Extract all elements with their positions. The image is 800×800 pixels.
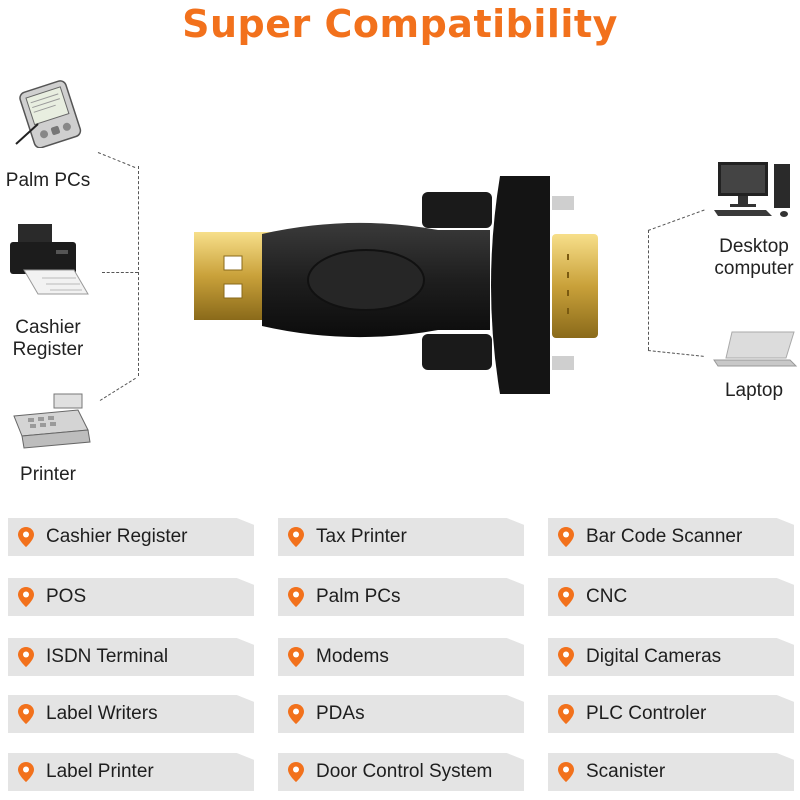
- compatible-item: PDAs: [278, 695, 524, 733]
- compatible-item-label: Digital Cameras: [586, 646, 722, 667]
- compatible-item-label: Tax Printer: [316, 526, 407, 547]
- connector-line: [99, 377, 136, 401]
- compatible-item-label: PDAs: [316, 703, 365, 724]
- device-label-cashier-register: Cashier Register: [12, 317, 84, 360]
- laptop-icon: [713, 331, 798, 367]
- location-pin-icon: [558, 527, 574, 547]
- device-label-laptop: Laptop: [724, 380, 784, 401]
- compatible-item: Door Control System: [278, 753, 524, 791]
- connector-line: [97, 152, 136, 168]
- location-pin-icon: [288, 704, 304, 724]
- location-pin-icon: [18, 704, 34, 724]
- compatible-item-label: Door Control System: [316, 761, 493, 782]
- compatible-item: Digital Cameras: [548, 638, 794, 676]
- compatible-item-label: Label Printer: [46, 761, 154, 782]
- compatible-item: Bar Code Scanner: [548, 518, 794, 556]
- device-label-printer: Printer: [20, 464, 76, 485]
- connector-line: [102, 272, 138, 273]
- cash-register-icon: [13, 393, 91, 449]
- compatible-item: Tax Printer: [278, 518, 524, 556]
- desktop-computer-icon: [714, 162, 790, 217]
- compatible-item: Palm PCs: [278, 578, 524, 616]
- location-pin-icon: [18, 647, 34, 667]
- connector-line: [647, 209, 705, 231]
- connector-line: [647, 350, 704, 357]
- compatible-item-label: ISDN Terminal: [46, 646, 169, 667]
- location-pin-icon: [558, 587, 574, 607]
- location-pin-icon: [288, 527, 304, 547]
- compatible-item-label: Palm PCs: [316, 586, 401, 607]
- connector-line: [138, 166, 139, 376]
- palm-pc-icon: [15, 80, 82, 148]
- compatible-item-label: Label Writers: [46, 703, 158, 724]
- compatible-item: Label Printer: [8, 753, 254, 791]
- location-pin-icon: [288, 762, 304, 782]
- compatible-item: PLC Controler: [548, 695, 794, 733]
- compatible-item-label: PLC Controler: [586, 703, 707, 724]
- location-pin-icon: [288, 647, 304, 667]
- device-label-palm-pcs: Palm PCs: [5, 170, 91, 191]
- location-pin-icon: [18, 527, 34, 547]
- compatible-item: CNC: [548, 578, 794, 616]
- compatible-item: ISDN Terminal: [8, 638, 254, 676]
- location-pin-icon: [558, 704, 574, 724]
- device-label-desktop-computer: Desktop computer: [714, 236, 794, 279]
- location-pin-icon: [558, 762, 574, 782]
- compatible-item-label: Scanister: [586, 761, 666, 782]
- compatible-item-label: POS: [46, 586, 87, 607]
- printer-icon: [10, 224, 89, 295]
- compatible-item-label: CNC: [586, 586, 628, 607]
- page-title: Super Compatibility: [182, 2, 618, 46]
- location-pin-icon: [18, 587, 34, 607]
- location-pin-icon: [18, 762, 34, 782]
- usb-to-serial-adapter-image: [194, 176, 598, 394]
- connector-line: [648, 230, 649, 350]
- compatible-item: POS: [8, 578, 254, 616]
- compatible-item: Cashier Register: [8, 518, 254, 556]
- compatible-item: Scanister: [548, 753, 794, 791]
- compatible-item: Label Writers: [8, 695, 254, 733]
- compatible-item-label: Cashier Register: [46, 526, 188, 547]
- compatible-item-label: Bar Code Scanner: [586, 526, 743, 547]
- compatible-item-label: Modems: [316, 646, 389, 667]
- location-pin-icon: [558, 647, 574, 667]
- compatible-item: Modems: [278, 638, 524, 676]
- location-pin-icon: [288, 587, 304, 607]
